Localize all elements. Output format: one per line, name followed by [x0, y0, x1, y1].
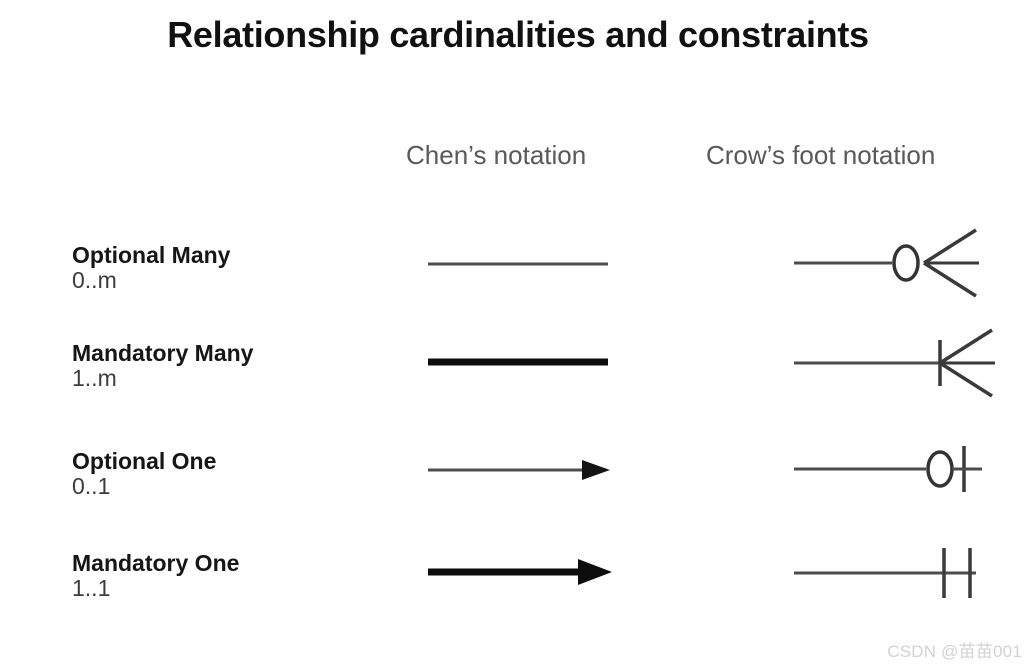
row-cardinality: 1..1 [72, 574, 111, 601]
crowsfoot-prong-upper [939, 328, 993, 365]
row-name: Optional One [72, 448, 217, 474]
column-header-crow: Crow’s foot notation [706, 140, 936, 170]
row-name: Mandatory One [72, 550, 240, 576]
row-label-mandatory-many: Mandatory Many 1..m [72, 341, 402, 392]
page-title: Relationship cardinalities and constrain… [167, 14, 869, 55]
crow-symbol-optional-many [780, 228, 1010, 298]
row-cardinality: 0..1 [72, 472, 111, 499]
chen-symbol-optional-one [410, 440, 630, 500]
row-name: Optional Many [72, 242, 231, 268]
chen-symbol-optional-many [410, 234, 630, 294]
arrowhead-glyph [582, 460, 610, 480]
optional-circle-glyph [926, 450, 954, 488]
row-cardinality: 0..m [72, 266, 117, 293]
row-label-mandatory-one: Mandatory One 1..1 [72, 551, 402, 602]
row-name: Mandatory Many [72, 340, 254, 366]
crow-symbol-mandatory-one [780, 538, 1010, 608]
optional-circle-glyph [892, 244, 920, 282]
row-cardinality: 1..m [72, 364, 117, 391]
chen-symbol-mandatory-one [410, 542, 630, 602]
row-label-optional-one: Optional One 0..1 [72, 449, 402, 500]
chen-symbol-mandatory-many [410, 332, 630, 392]
column-header-chen: Chen’s notation [406, 140, 587, 170]
crow-symbol-optional-one [780, 434, 1010, 504]
watermark: CSDN @苗苗001 [887, 642, 1022, 661]
crowsfoot-prong-upper [923, 228, 977, 265]
arrowhead-glyph [578, 559, 612, 585]
crowsfoot-prong-lower [939, 361, 993, 398]
crow-symbol-mandatory-many [780, 328, 1010, 398]
crowsfoot-prong-lower [923, 261, 977, 298]
row-label-optional-many: Optional Many 0..m [72, 243, 402, 294]
